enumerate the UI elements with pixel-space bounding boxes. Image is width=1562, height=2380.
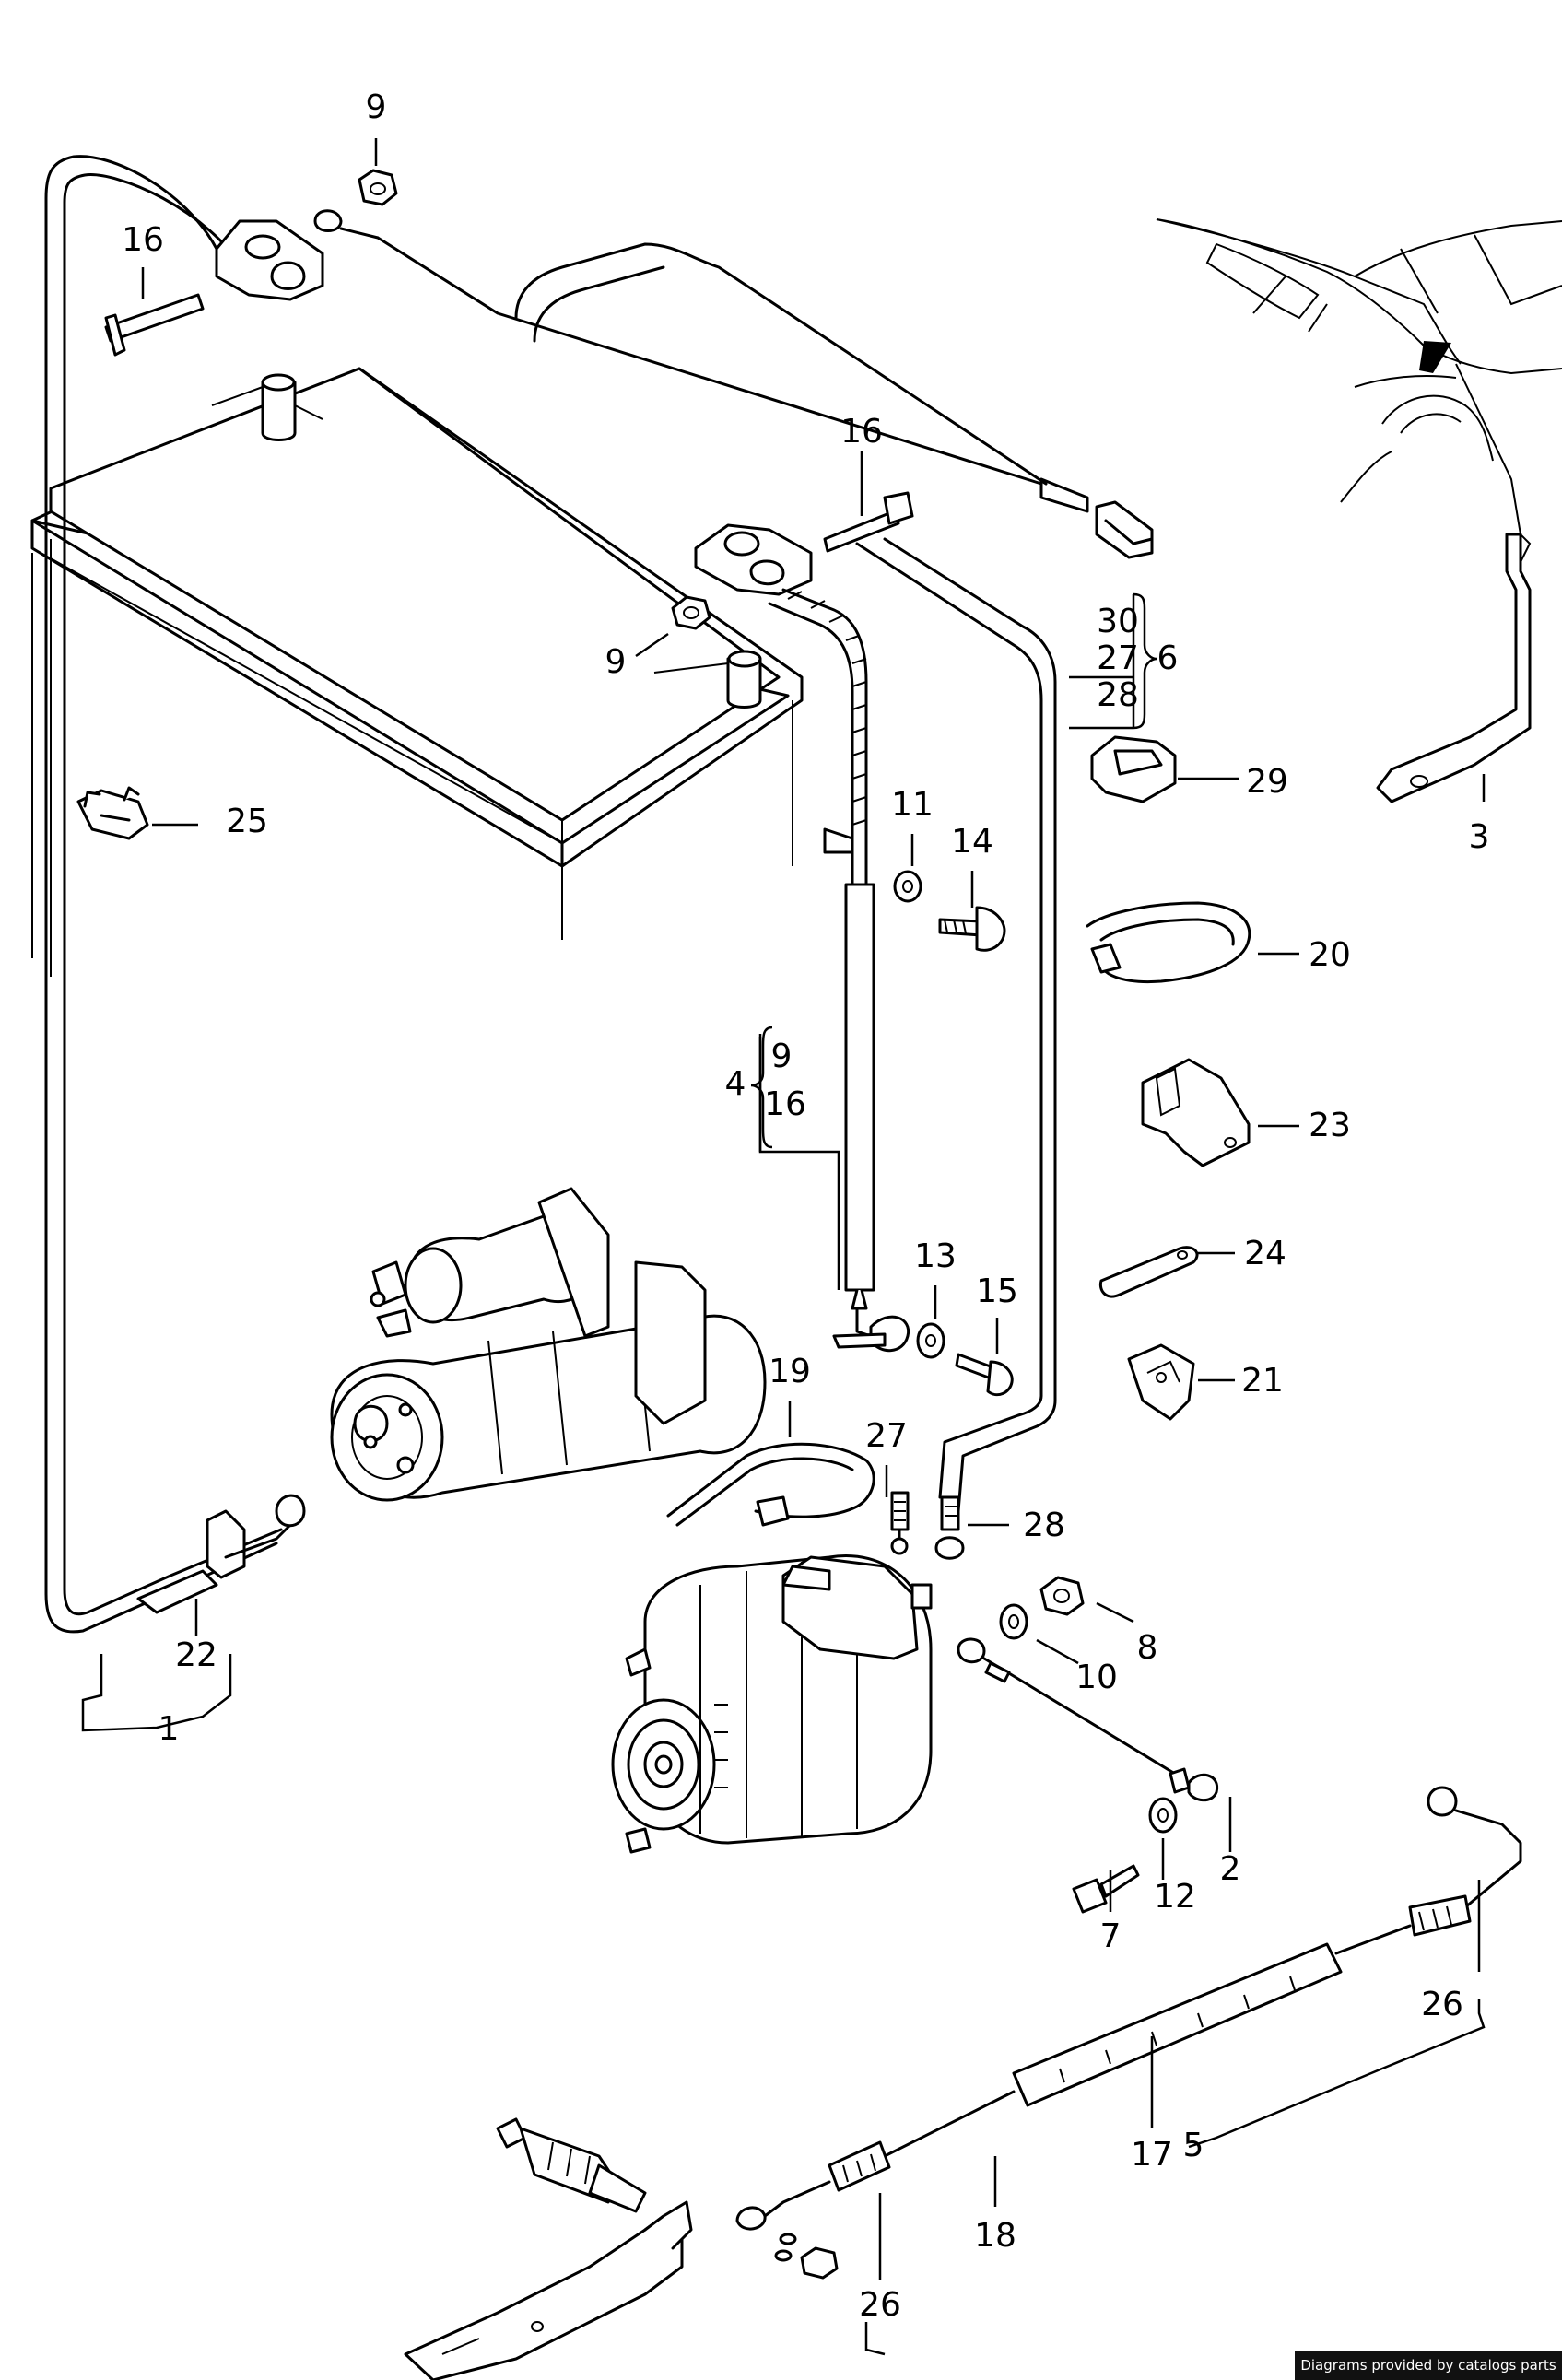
terminal-clamp-16-top xyxy=(104,219,324,357)
glow-plug xyxy=(496,2117,647,2213)
credit-banner: Diagrams provided by catalogs parts xyxy=(1295,2351,1562,2380)
label-26-right: 26 xyxy=(1421,1986,1463,2023)
glow-plug-cable-5 xyxy=(735,1786,1522,2280)
leader-lines xyxy=(81,138,1486,2356)
label-27-mid: 27 xyxy=(865,1417,908,1455)
starter-motor xyxy=(330,1187,767,1502)
cable-4 xyxy=(768,588,910,1353)
screw-14 xyxy=(938,906,1006,952)
screw-15 xyxy=(955,1353,1014,1397)
label-4: 4 xyxy=(725,1065,746,1103)
label-6: 6 xyxy=(1157,639,1179,677)
label-26-left: 26 xyxy=(859,2286,901,2324)
label-17: 17 xyxy=(1131,2136,1173,2174)
clip-25 xyxy=(76,786,149,840)
bracket-23 xyxy=(1141,1058,1251,1167)
clip-21 xyxy=(1127,1343,1195,1421)
battery xyxy=(30,367,804,977)
hose-clamp-20 xyxy=(1086,901,1251,984)
label-20: 20 xyxy=(1309,936,1351,974)
washer-11 xyxy=(893,870,922,903)
label-9-mid: 9 xyxy=(605,643,627,681)
label-28-mid: 28 xyxy=(1023,1507,1065,1544)
nut-8 xyxy=(1039,1576,1085,1616)
label-15: 15 xyxy=(976,1272,1018,1310)
cable-1 xyxy=(44,155,283,1634)
clip-29 xyxy=(1090,735,1177,803)
label-8: 8 xyxy=(1137,1629,1158,1667)
label-2: 2 xyxy=(1220,1850,1241,1888)
cable-clip-22 xyxy=(136,1494,306,1614)
label-10: 10 xyxy=(1075,1659,1118,1696)
label-19: 19 xyxy=(769,1353,811,1390)
label-30: 30 xyxy=(1097,603,1139,640)
label-25: 25 xyxy=(226,803,268,840)
label-11: 11 xyxy=(891,786,934,824)
label-14: 14 xyxy=(951,823,993,861)
label-23: 23 xyxy=(1309,1107,1351,1144)
washer-12 xyxy=(1148,1797,1178,1834)
label-12: 12 xyxy=(1154,1878,1196,1916)
clip-24 xyxy=(1098,1246,1199,1298)
label-1: 1 xyxy=(159,1710,180,1748)
washer-10 xyxy=(999,1603,1028,1640)
alternator xyxy=(611,1554,933,1854)
label-16-top: 16 xyxy=(122,221,164,259)
brace-6 xyxy=(1133,592,1157,730)
connector-28 xyxy=(934,1495,965,1560)
cable-main xyxy=(514,242,1057,1513)
label-21: 21 xyxy=(1241,1362,1284,1400)
label-16-mid: 16 xyxy=(840,413,883,451)
label-5: 5 xyxy=(1183,2127,1204,2164)
nut-9-top xyxy=(358,169,398,206)
callout-labels: 9 16 16 9 30 27 28 6 29 3 25 11 14 20 4 … xyxy=(122,88,1489,2324)
label-18: 18 xyxy=(974,2217,1016,2255)
lock-washer-13 xyxy=(916,1322,945,1359)
label-3: 3 xyxy=(1469,818,1490,856)
glow-plug-bracket xyxy=(404,2200,693,2380)
lead-6 xyxy=(313,209,1154,559)
nut-9-mid xyxy=(671,595,711,630)
ground-strap-3 xyxy=(1376,533,1532,803)
label-22: 22 xyxy=(175,1636,217,1674)
cable-2 xyxy=(957,1637,1219,1802)
car-silhouette xyxy=(1156,218,1562,563)
label-29: 29 xyxy=(1246,763,1288,801)
label-27-top: 27 xyxy=(1097,639,1139,677)
label-28-top: 28 xyxy=(1097,676,1139,714)
bolt-7 xyxy=(1072,1864,1140,1914)
label-24: 24 xyxy=(1244,1235,1286,1272)
cable-tie-19 xyxy=(666,1442,875,1527)
label-16-brace: 16 xyxy=(764,1085,806,1123)
brace-4 xyxy=(750,1026,773,1149)
label-9-top: 9 xyxy=(366,88,387,126)
label-7: 7 xyxy=(1100,1917,1122,1955)
label-13: 13 xyxy=(914,1237,957,1275)
connector-27 xyxy=(890,1491,910,1555)
terminal-clamp-16-mid xyxy=(694,491,914,596)
label-9-brace: 9 xyxy=(771,1038,793,1075)
